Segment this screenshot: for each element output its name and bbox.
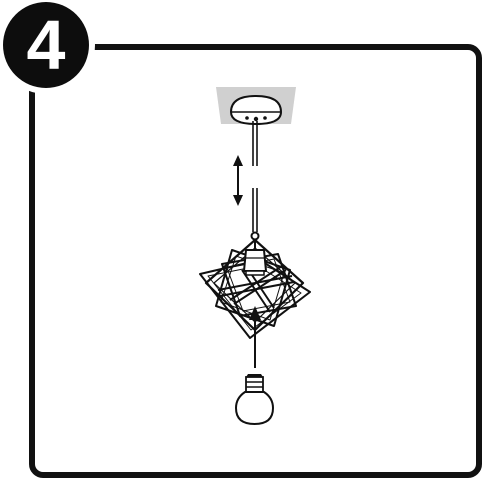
step-number-badge: 4 [3, 2, 89, 88]
lamp-socket [244, 240, 266, 275]
canopy [231, 96, 281, 124]
light-bulb [236, 374, 273, 424]
power-cord [253, 121, 257, 232]
height-adjust-arrow [233, 155, 243, 206]
